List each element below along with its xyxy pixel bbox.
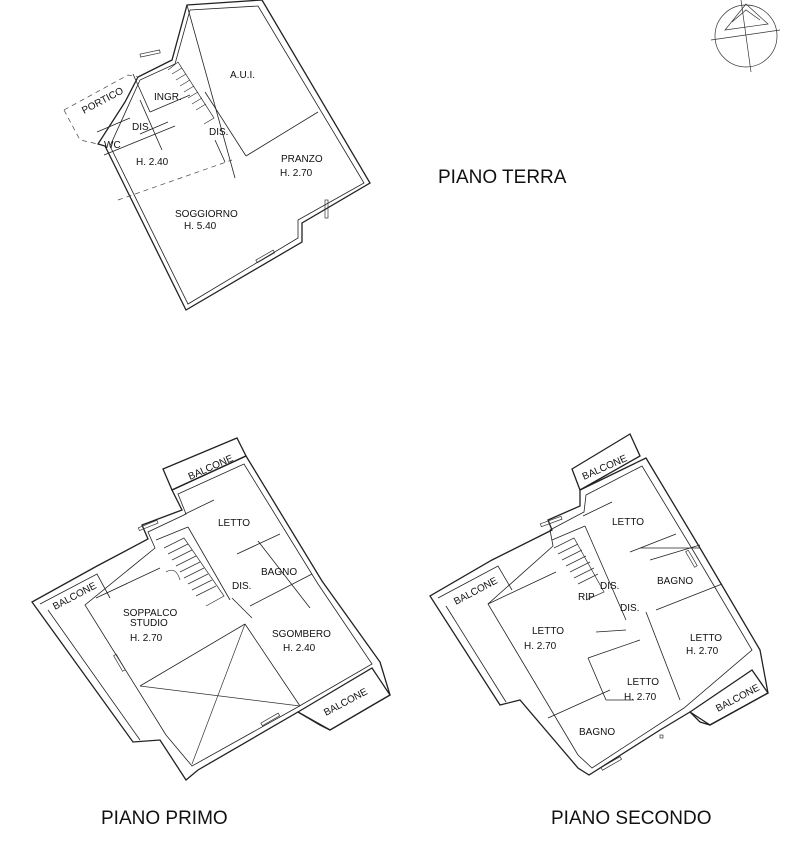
label-letto-right-height: H. 2.70 [686, 646, 719, 657]
label-letto: LETTO [218, 518, 250, 529]
label-h240: H. 2.40 [136, 157, 169, 168]
label-studio: STUDIO [130, 618, 168, 629]
label-soggiorno-height: H. 5.40 [184, 221, 217, 232]
label-balcone-top: BALCONE [187, 453, 235, 483]
label-dis-a: DIS. [600, 581, 619, 592]
label-aui: A.U.I. [230, 70, 255, 81]
label-letto-top: LETTO [612, 517, 644, 528]
label-ingr: INGR. [154, 92, 182, 103]
label-bagno-right: BAGNO [657, 576, 693, 587]
label-dis: DIS. [232, 581, 251, 592]
label-sgombero-height: H. 2.40 [283, 643, 316, 654]
title-piano-secondo: PIANO SECONDO [551, 808, 711, 829]
label-soggiorno: SOGGIORNO [175, 209, 238, 220]
label-wc: WC [104, 140, 121, 151]
label-studio-height: H. 2.70 [130, 633, 163, 644]
label-sgombero: SGOMBERO [272, 629, 331, 640]
label-pranzo: PRANZO [281, 154, 323, 165]
plan-piano-terra: PORTICO INGR. A.U.I. DIS. DIS. WC H. 2.4… [63, 0, 371, 311]
label-letto-left: LETTO [532, 626, 564, 637]
label-bagno-bottom: BAGNO [579, 727, 615, 738]
label-letto-mid: LETTO [627, 677, 659, 688]
stair-primo [163, 537, 225, 607]
label-bagno: BAGNO [261, 567, 297, 578]
stair-terra [167, 61, 215, 125]
stair-secondo [553, 537, 605, 601]
label-dis-b: DIS. [620, 603, 639, 614]
label-letto-mid-height: H. 2.70 [624, 692, 657, 703]
label-soppalco: SOPPALCO [123, 608, 177, 619]
compass-north-icon [710, 0, 781, 73]
label-dis-1: DIS. [132, 122, 151, 133]
plan-piano-primo: BALCONE LETTO BAGNO DIS. BALCONE SOPPALC… [31, 437, 391, 781]
title-piano-terra: PIANO TERRA [438, 167, 567, 188]
label-rip: RIP [578, 592, 595, 603]
title-piano-primo: PIANO PRIMO [101, 808, 228, 829]
label-dis-2: DIS. [209, 127, 228, 138]
label-letto-right: LETTO [690, 633, 722, 644]
label-balcone-left: BALCONE [452, 575, 500, 607]
label-letto-left-height: H. 2.70 [524, 641, 557, 652]
plan-piano-secondo: BALCONE LETTO DIS. BAGNO RIP DIS. BALCON… [429, 433, 769, 776]
label-balcone-right: BALCONE [322, 686, 370, 718]
label-pranzo-height: H. 2.70 [280, 168, 313, 179]
